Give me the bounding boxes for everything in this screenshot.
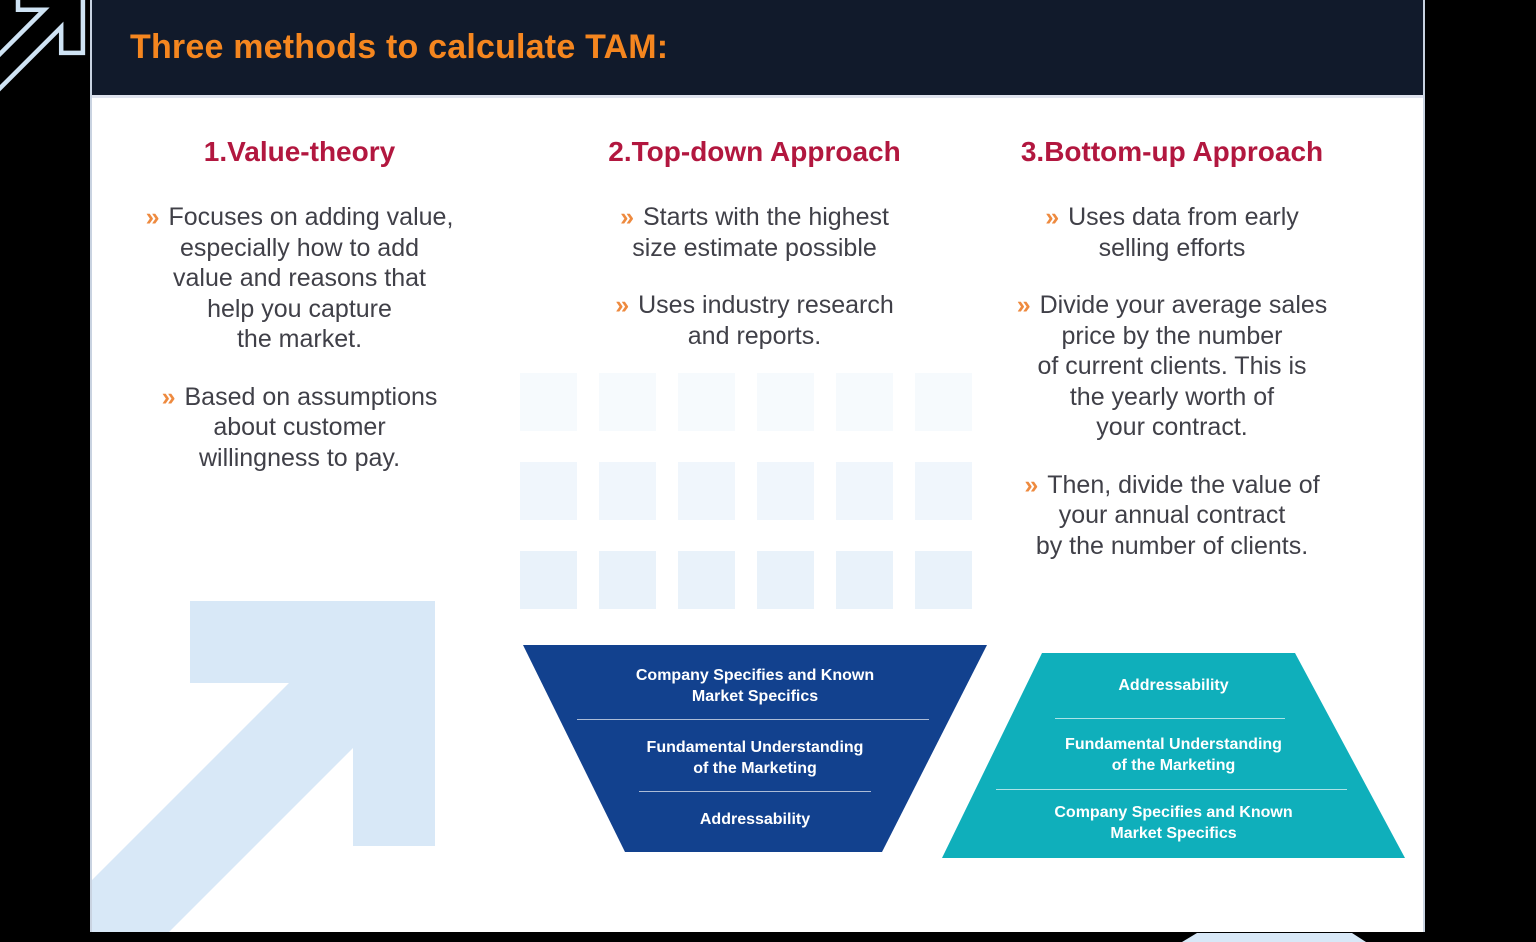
decor-square — [757, 551, 814, 609]
column-heading: 1.Value-theory — [203, 136, 396, 167]
bullet-item: »Uses industry research and reports. — [615, 291, 894, 350]
slide-header: Three methods to calculate TAM: — [92, 0, 1423, 98]
funnel-layer-label: Company Specifies and Known Market Speci… — [1054, 804, 1293, 843]
trapezoid-shape — [942, 653, 1405, 858]
bullet-item: »Uses data from early selling efforts — [1045, 203, 1299, 262]
arrow-up-right-shape — [92, 601, 435, 932]
decor-square — [836, 551, 893, 609]
chevron-bullet-icon: » — [161, 382, 176, 411]
decor-square — [520, 373, 577, 431]
page-title: Three methods to calculate TAM: — [130, 28, 669, 66]
decor-square — [836, 462, 893, 520]
chevron-bullet-icon: » — [1045, 203, 1060, 231]
decor-square — [757, 373, 814, 431]
chevron-bullet-icon: » — [1024, 470, 1039, 499]
arrow-sliver-shape — [1182, 933, 1366, 942]
funnel-layer-label: Addressability — [1118, 677, 1229, 694]
column-top-down: 2.Top-down Approach »Starts with the hig… — [557, 136, 952, 378]
bullet-item: »Based on assumptions about customer wil… — [161, 382, 438, 472]
column-heading: 2.Top-down Approach — [608, 136, 901, 167]
decor-square — [520, 551, 577, 609]
decor-square — [678, 373, 735, 431]
decor-square — [915, 373, 972, 431]
funnel-layer-label: Addressability — [699, 811, 811, 828]
decor-square — [915, 551, 972, 609]
decor-square — [599, 551, 656, 609]
decor-square — [836, 373, 893, 431]
decor-square — [678, 551, 735, 609]
bullet-item: »Focuses on adding value, especially how… — [145, 203, 454, 353]
bullet-item: »Then, divide the value of your annual c… — [1024, 470, 1320, 560]
decor-square — [520, 462, 577, 520]
chevron-bullet-icon: » — [145, 203, 160, 231]
decor-square — [599, 373, 656, 431]
chevron-bullet-icon: » — [1016, 291, 1031, 319]
inverted-trapezoid-shape — [523, 645, 987, 852]
slide-panel: Three methods to calculate TAM: 1.Value-… — [90, 0, 1425, 932]
bullet-item: »Starts with the highest size estimate p… — [620, 203, 889, 262]
decor-square — [757, 462, 814, 520]
funnel-layer-label: Company Specifies and Known Market Speci… — [635, 667, 875, 706]
chevron-bullet-icon: » — [620, 203, 634, 231]
column-value-theory: 1.Value-theory »Focuses on adding value,… — [102, 136, 497, 500]
funnel-divider — [996, 789, 1347, 790]
funnel-divider — [639, 791, 871, 792]
funnel-divider — [577, 719, 929, 720]
top-down-funnel: Company Specifies and Known Market Speci… — [517, 641, 993, 855]
funnel-layer-label: Fundamental Understanding of the Marketi… — [646, 739, 864, 778]
bullet-item: »Divide your average sales price by the … — [1016, 291, 1328, 441]
decor-squares-grid — [520, 373, 972, 609]
decor-square — [915, 462, 972, 520]
chevron-bullet-icon: » — [615, 291, 630, 319]
decor-square — [599, 462, 656, 520]
column-bottom-up: 3.Bottom-up Approach »Uses data from ear… — [960, 136, 1384, 588]
column-heading: 3.Bottom-up Approach — [1020, 136, 1324, 167]
funnel-divider — [1055, 718, 1285, 719]
bottom-up-funnel: Addressability Fundamental Understanding… — [940, 651, 1407, 860]
arrow-up-right-icon — [0, 0, 86, 92]
decor-square — [678, 462, 735, 520]
funnel-layer-label: Fundamental Understanding of the Marketi… — [1065, 736, 1282, 775]
